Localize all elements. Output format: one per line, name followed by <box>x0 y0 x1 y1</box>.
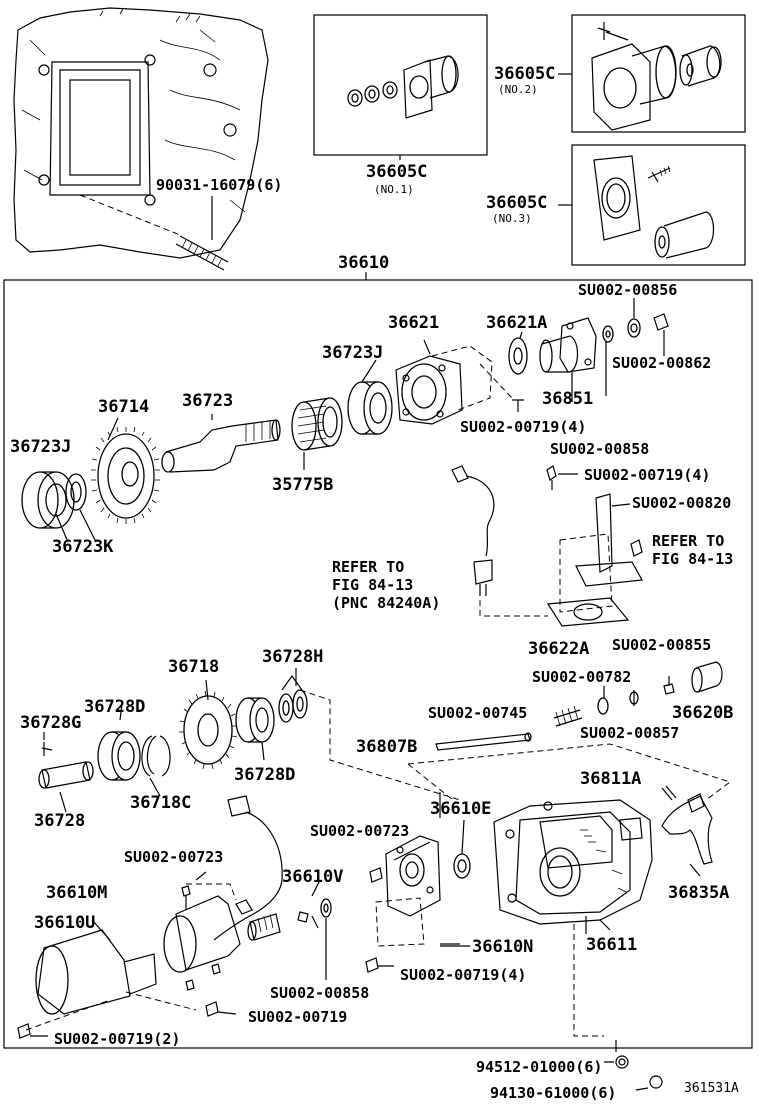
label-36621: 36621 <box>388 313 439 333</box>
label-no3: (NO.3) <box>492 212 532 225</box>
lower-left-parts <box>17 795 283 1039</box>
transmission-case-drawing <box>13 7 269 271</box>
label-no1: (NO.1) <box>374 183 414 196</box>
label-su002-00723-left: SU002-00723 <box>124 848 223 866</box>
label-36718: 36718 <box>168 657 219 677</box>
lower-right-parts <box>297 785 713 1037</box>
label-36728d-right: 36728D <box>234 765 295 785</box>
label-36714: 36714 <box>98 397 149 417</box>
label-figure-id: 361531A <box>684 1081 739 1096</box>
label-pnc-84240a: (PNC 84240A) <box>332 594 440 612</box>
label-fig-84-13-1: FIG 84-13 <box>332 576 413 594</box>
label-36728d-left: 36728D <box>84 697 145 717</box>
label-refer-to-1: REFER TO <box>332 558 404 576</box>
label-36851: 36851 <box>542 389 593 409</box>
label-36611: 36611 <box>586 935 637 955</box>
middle-parts <box>38 661 732 805</box>
label-36718c: 36718C <box>130 793 191 813</box>
label-36605c-no2: 36605C <box>494 64 555 84</box>
label-su002-00719-upper: SU002-00719(4) <box>460 418 586 436</box>
label-36620b: 36620B <box>672 703 733 723</box>
label-36610n: 36610N <box>472 937 533 957</box>
label-36621a: 36621A <box>486 313 547 333</box>
label-su002-00858-lower: SU002-00858 <box>270 984 369 1002</box>
label-refer-to-2: REFER TO <box>652 532 724 550</box>
label-fig-84-13-2: FIG 84-13 <box>652 550 733 568</box>
label-su002-00719-lower: SU002-00719(4) <box>400 966 526 984</box>
label-su002-00856: SU002-00856 <box>578 281 677 299</box>
label-36605c-no3: 36605C <box>486 193 547 213</box>
label-36807b: 36807B <box>356 737 417 757</box>
label-su002-00855: SU002-00855 <box>612 636 711 654</box>
detail-box-36605c-no2 <box>558 14 746 133</box>
label-36605c-no1: 36605C <box>366 162 427 182</box>
label-36610: 36610 <box>338 253 389 273</box>
label-su002-00858-upper: SU002-00858 <box>550 440 649 458</box>
part-labels: 90031-16079(6) 36605C (NO.1) 36605C (NO.… <box>10 64 739 1102</box>
label-36835a: 36835A <box>668 883 729 903</box>
label-su002-00820: SU002-00820 <box>632 494 731 512</box>
label-36728h: 36728H <box>262 647 323 667</box>
label-36610u: 36610U <box>34 913 95 933</box>
label-94130-61000: 94130-61000(6) <box>490 1084 616 1102</box>
label-90031-16079: 90031-16079(6) <box>156 176 282 194</box>
label-no2: (NO.2) <box>498 83 538 96</box>
label-36728g: 36728G <box>20 713 81 733</box>
label-36723: 36723 <box>182 391 233 411</box>
label-36610v: 36610V <box>282 867 343 887</box>
label-su002-00719-2: SU002-00719(2) <box>54 1030 180 1048</box>
assembly-36610-frame <box>3 279 753 1049</box>
label-su002-00719-single: SU002-00719 <box>248 1008 347 1026</box>
label-su002-00745: SU002-00745 <box>428 704 527 722</box>
bottom-hardware <box>604 1040 663 1091</box>
label-36723j-left: 36723J <box>10 437 71 457</box>
label-su002-00723-right: SU002-00723 <box>310 822 409 840</box>
leader-lines <box>43 155 701 947</box>
label-su002-00782: SU002-00782 <box>532 668 631 686</box>
label-36610m: 36610M <box>46 883 107 903</box>
label-su002-00862: SU002-00862 <box>612 354 711 372</box>
upper-parts <box>21 298 669 529</box>
label-su002-00857: SU002-00857 <box>580 724 679 742</box>
label-su002-00719-mid: SU002-00719(4) <box>584 466 710 484</box>
label-35775b: 35775B <box>272 475 333 495</box>
sensor-bracket <box>451 465 643 627</box>
label-36728: 36728 <box>34 811 85 831</box>
label-36811a: 36811A <box>580 769 641 789</box>
detail-box-36605c-no3 <box>558 144 746 266</box>
label-36622a: 36622A <box>528 639 589 659</box>
detail-box-36605c-no1 <box>313 14 488 156</box>
label-94512-01000: 94512-01000(6) <box>476 1058 602 1076</box>
label-36723k: 36723K <box>52 537 114 557</box>
label-36723j-upper: 36723J <box>322 343 383 363</box>
label-36610e: 36610E <box>430 799 491 819</box>
